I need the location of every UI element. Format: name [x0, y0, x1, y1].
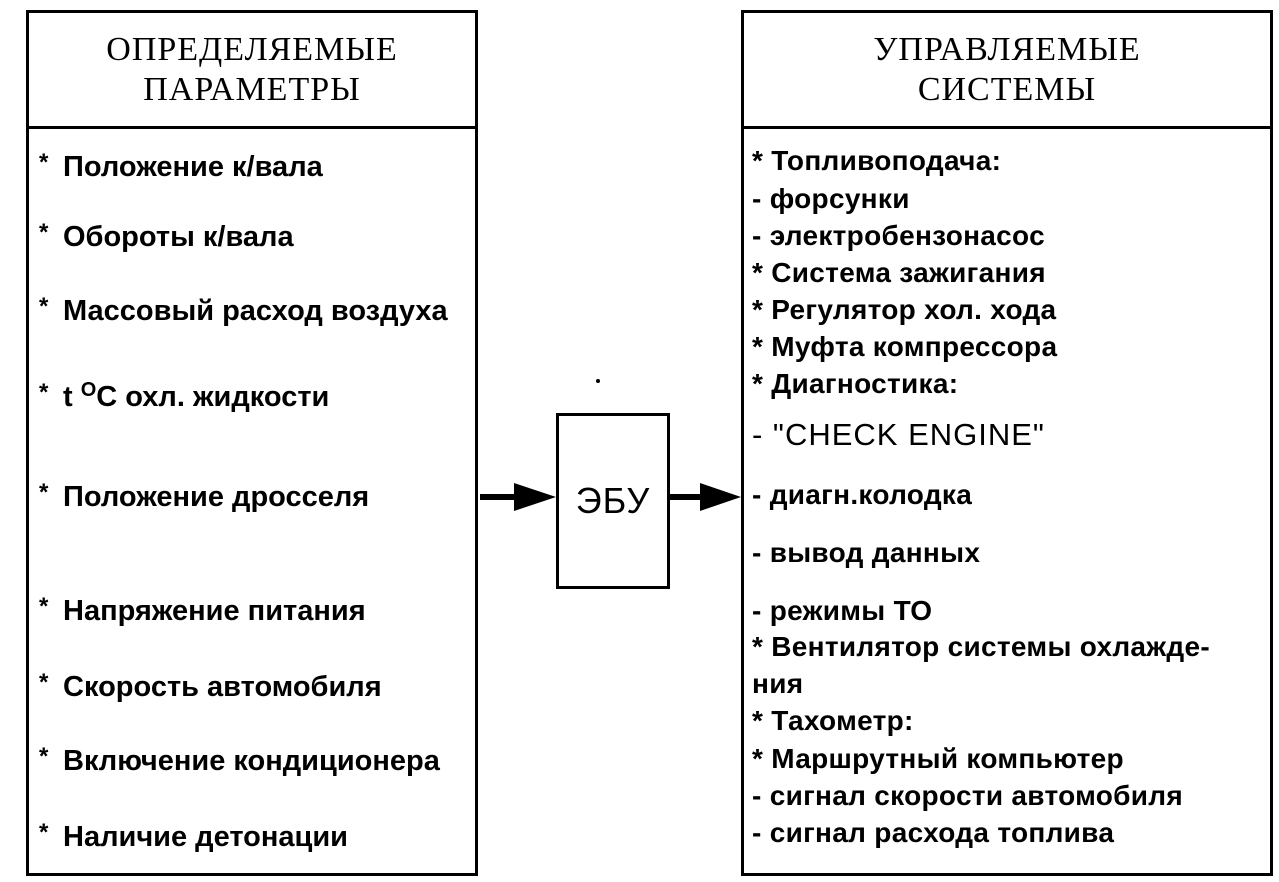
- system-trip-computer: * Маршрутный компьютер: [752, 743, 1124, 774]
- bullet-asterisk: *: [39, 149, 49, 176]
- system-diag-connector: - диагн.колодка: [752, 479, 973, 510]
- param-crankshaft-position: *Положение к/вала: [39, 149, 323, 183]
- panel-title-line1: ОПРЕДЕЛЯЕМЫЕ: [106, 30, 398, 68]
- controlled-systems-panel: УПРАВЛЯЕМЫЕ СИСТЕМЫ * Топливоподача: - ф…: [741, 10, 1273, 876]
- bullet-asterisk: *: [39, 743, 49, 770]
- param-vehicle-speed: *Скорость автомобиля: [39, 669, 382, 703]
- controlled-systems-header: УПРАВЛЯЕМЫЕ СИСТЕМЫ: [744, 13, 1270, 129]
- bullet-asterisk: *: [39, 593, 49, 620]
- param-ac-on: *Включение кондиционера: [39, 743, 440, 777]
- system-ignition: * Система зажигания: [752, 257, 1046, 288]
- system-service-modes: - режимы ТО: [752, 595, 933, 626]
- ecu-block: ЭБУ: [556, 413, 670, 589]
- determined-parameters-header: ОПРЕДЕЛЯЕМЫЕ ПАРАМЕТРЫ: [29, 13, 475, 129]
- panel-title-line1: УПРАВЛЯЕМЫЕ: [873, 30, 1141, 68]
- system-cooling-fan: * Вентилятор системы охлажде-: [752, 631, 1210, 662]
- system-compressor-clutch: * Муфта компрессора: [752, 331, 1058, 362]
- arrow-ecu-to-systems: [670, 483, 741, 511]
- param-knock-presence: *Наличие детонации: [39, 819, 348, 853]
- system-injectors: - форсунки: [752, 183, 910, 214]
- system-data-output: - вывод данных: [752, 537, 981, 568]
- param-crankshaft-speed: *Обороты к/вала: [39, 219, 294, 253]
- system-tachometer: * Тахометр:: [752, 705, 914, 736]
- param-mass-air-flow: *Массовый расход воздуха: [39, 293, 448, 327]
- bullet-asterisk: *: [39, 669, 49, 696]
- system-cooling-fan-continued: ния: [752, 668, 804, 699]
- param-supply-voltage: *Напряжение питания: [39, 593, 366, 627]
- system-idle-regulator: * Регулятор хол. хода: [752, 294, 1057, 325]
- system-diagnostics: * Диагностика:: [752, 368, 959, 399]
- bullet-asterisk: *: [39, 819, 49, 846]
- ecu-label: ЭБУ: [575, 480, 651, 521]
- system-check-engine: - "CHECK ENGINE": [752, 417, 1045, 452]
- determined-parameters-panel: ОПРЕДЕЛЯЕМЫЕ ПАРАМЕТРЫ *Положение к/вала…: [26, 10, 478, 876]
- bullet-asterisk: *: [39, 479, 49, 506]
- param-coolant-temperature: *t OС охл. жидкости: [39, 379, 330, 413]
- panel-title-line2: ПАРАМЕТРЫ: [143, 70, 361, 108]
- arrow-params-to-ecu: [480, 483, 556, 511]
- stray-dot: [596, 379, 600, 383]
- param-throttle-position: *Положение дросселя: [39, 479, 370, 513]
- bullet-asterisk: *: [39, 293, 49, 320]
- system-fuel-pump: - электробензонасос: [752, 220, 1045, 251]
- panel-title-line2: СИСТЕМЫ: [917, 70, 1097, 108]
- system-speed-signal: - сигнал скорости автомобиля: [752, 780, 1184, 811]
- bullet-asterisk: *: [39, 219, 49, 246]
- system-fuel-supply: * Топливоподача:: [752, 145, 1002, 176]
- bullet-asterisk: *: [39, 379, 49, 406]
- system-fuel-consumption-signal: - сигнал расхода топлива: [752, 817, 1115, 848]
